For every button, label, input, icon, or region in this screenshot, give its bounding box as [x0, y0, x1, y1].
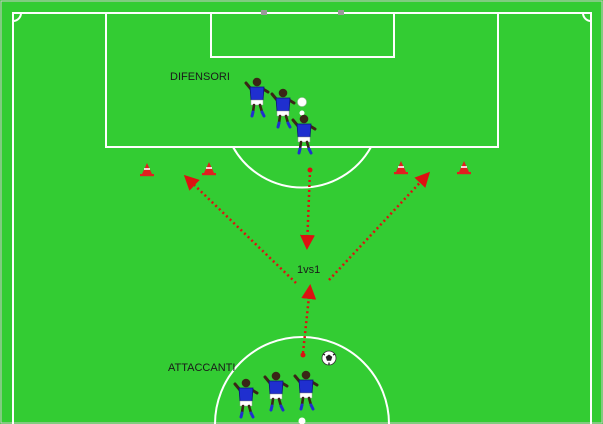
movement-arrows — [183, 169, 431, 354]
arrow-attacker-up — [301, 284, 317, 354]
goal-post-icon — [261, 10, 267, 15]
goal-post-icon — [338, 10, 344, 15]
center-spot — [298, 417, 306, 424]
corner-arc-left — [12, 12, 22, 22]
penalty-spot — [299, 110, 305, 116]
field-lines — [12, 12, 592, 424]
soccer-ball-icon — [321, 350, 337, 366]
duel-label: 1vs1 — [297, 264, 320, 276]
goal-area — [210, 12, 395, 58]
penalty-arc — [232, 146, 372, 189]
defenders-label: DIFENSORI — [170, 71, 230, 83]
arrow-left-diagonal — [183, 174, 297, 284]
attackers-label: ATTACCANTI — [168, 362, 235, 374]
arrow-start-dot — [307, 167, 313, 173]
corner-arc-right — [582, 12, 592, 22]
arrow-start-dot — [300, 352, 306, 358]
arrow-right-diagonal — [328, 171, 431, 281]
center-circle — [214, 336, 390, 424]
soccer-ball-icon — [297, 97, 307, 107]
